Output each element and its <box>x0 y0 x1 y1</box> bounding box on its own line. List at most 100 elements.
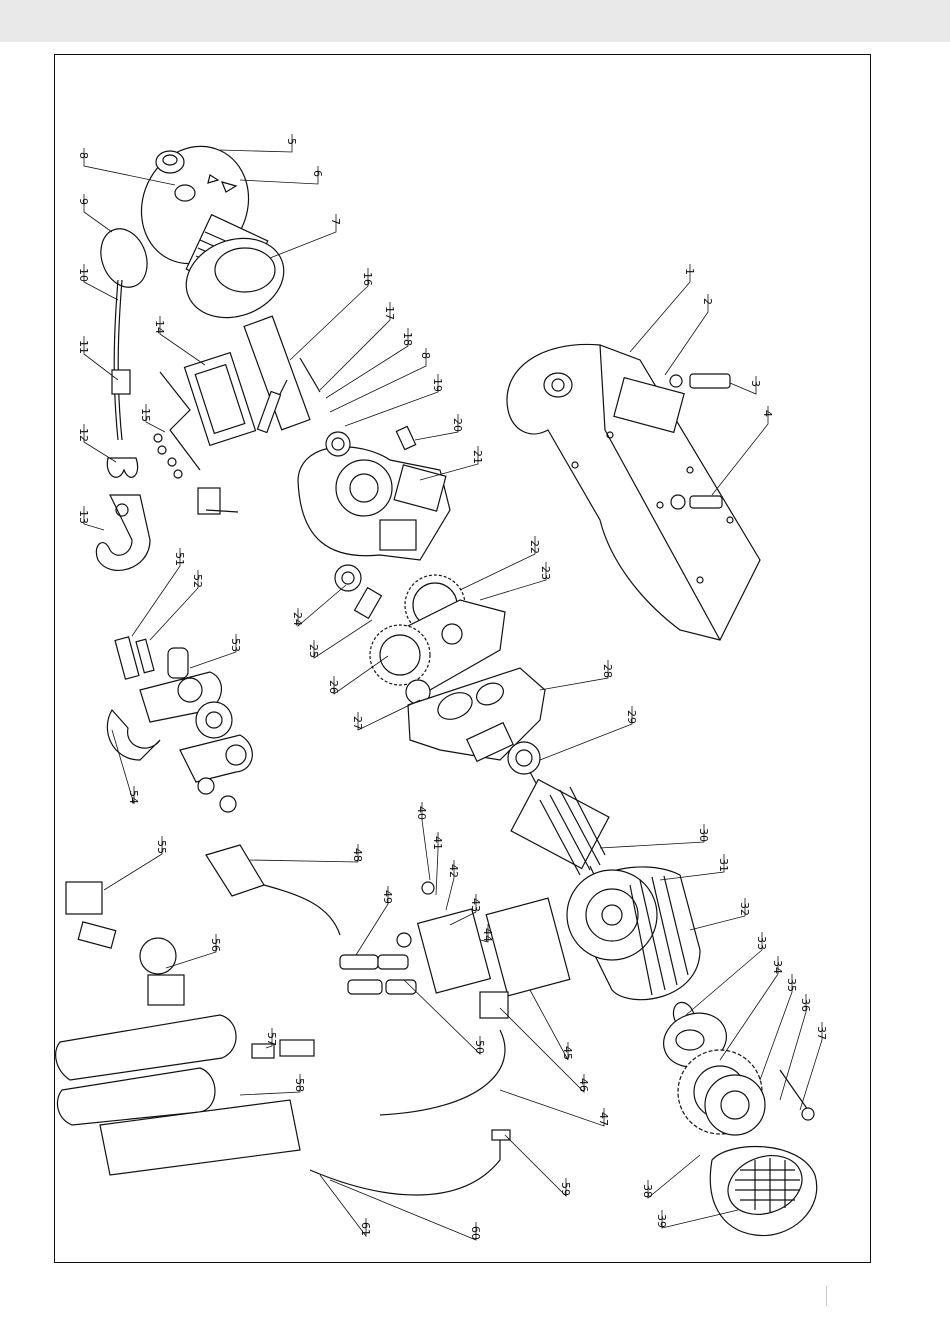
leader-line <box>540 706 632 760</box>
callout-label: 24 <box>291 612 304 626</box>
leader-line <box>665 294 708 375</box>
callout-5: 5 <box>220 134 298 152</box>
leader-line <box>540 660 608 690</box>
callout-label: 23 <box>539 566 552 580</box>
callout-label: 20 <box>451 418 464 432</box>
leader-line <box>326 328 408 398</box>
callout-label: 35 <box>785 978 798 992</box>
leader-line <box>104 836 162 890</box>
leader-line <box>250 844 358 862</box>
callout-6: 6 <box>240 166 324 184</box>
callout-20: 20 <box>415 414 464 440</box>
callout-35: 35 <box>760 974 798 1080</box>
callout-label: 48 <box>351 848 364 862</box>
callout-13: 13 <box>77 506 104 530</box>
callout-label: 2 <box>701 298 714 305</box>
leader-line <box>480 562 546 600</box>
callout-12: 12 <box>77 424 116 462</box>
callout-47: 47 <box>500 1090 610 1126</box>
cable-drum <box>123 129 295 331</box>
leader-line <box>330 348 426 412</box>
callout-label: 55 <box>155 840 168 854</box>
callout-1: 1 <box>630 264 696 352</box>
hook-assembly <box>93 222 155 570</box>
motor-stator <box>567 867 700 1000</box>
callout-2: 2 <box>665 294 714 375</box>
callout-24: 24 <box>291 585 346 626</box>
leader-line <box>314 620 372 658</box>
callout-label: 31 <box>717 858 730 872</box>
electrical-components <box>56 845 570 1195</box>
callout-14: 14 <box>153 316 205 365</box>
fan-cover-assembly <box>656 999 817 1235</box>
callout-36: 36 <box>780 994 812 1100</box>
callout-label: 1 <box>683 268 696 275</box>
callout-22: 22 <box>460 536 541 590</box>
callout-label: 29 <box>625 710 638 724</box>
lever-parts <box>154 353 255 514</box>
callout-label: 4 <box>761 410 774 417</box>
callout-label: 9 <box>77 198 90 205</box>
callout-label: 58 <box>293 1078 306 1092</box>
leader-line <box>720 956 778 1060</box>
callout-label: 7 <box>329 218 342 225</box>
leader-line <box>345 374 438 426</box>
callout-label: 44 <box>481 928 494 942</box>
callout-28: 28 <box>540 660 614 690</box>
callout-55: 55 <box>104 836 168 890</box>
mounting-bracket <box>507 344 760 640</box>
leader-line <box>330 1180 476 1240</box>
callout-3: 3 <box>730 376 762 394</box>
leader-line <box>630 264 690 352</box>
leader-line <box>712 406 768 495</box>
callout-label: 45 <box>561 1046 574 1060</box>
callout-label: 43 <box>469 898 482 912</box>
callout-38: 38 <box>641 1155 700 1198</box>
callout-label: 8 <box>77 152 90 159</box>
callout-label: 47 <box>597 1112 610 1126</box>
callout-label: 30 <box>697 828 710 842</box>
callout-57: 57 <box>265 1028 278 1048</box>
callout-label: 51 <box>173 552 186 566</box>
leader-line <box>150 570 198 640</box>
leader-line <box>270 214 336 258</box>
callout-40: 40 <box>415 802 430 880</box>
leader-line <box>690 898 745 930</box>
callout-45: 45 <box>530 990 574 1060</box>
callout-7: 7 <box>270 214 342 258</box>
callout-17: 17 <box>320 302 396 390</box>
callout-label: 46 <box>577 1078 590 1092</box>
callout-label: 10 <box>77 268 90 282</box>
callout-49: 49 <box>356 886 394 955</box>
callout-25: 25 <box>307 620 372 658</box>
callout-46: 46 <box>500 1008 590 1092</box>
callout-label: 56 <box>209 938 222 952</box>
callout-label: 50 <box>473 1040 486 1054</box>
callout-label: 11 <box>77 340 90 354</box>
callout-42: 42 <box>446 860 460 910</box>
callout-label: 28 <box>601 664 614 678</box>
callout-label: 3 <box>749 380 762 387</box>
callout-16: 16 <box>290 268 374 360</box>
drum-shaft <box>244 316 320 432</box>
callout-label: 34 <box>771 960 784 974</box>
callout-48: 48 <box>250 844 364 862</box>
callout-label: 59 <box>559 1182 572 1196</box>
callout-label: 61 <box>359 1222 372 1236</box>
callout-61: 61 <box>320 1175 372 1236</box>
callout-label: 60 <box>469 1226 482 1240</box>
callout-label: 5 <box>285 138 298 145</box>
callout-label: 17 <box>383 306 396 320</box>
callout-label: 26 <box>327 680 340 694</box>
callout-label: 37 <box>815 1026 828 1040</box>
callout-30: 30 <box>600 824 710 848</box>
callout-label: 38 <box>641 1184 654 1198</box>
callout-label: 18 <box>401 332 414 346</box>
callout-label: 49 <box>381 890 394 904</box>
leader-line <box>240 1074 300 1095</box>
leader-line <box>290 268 368 360</box>
callout-label: 14 <box>153 320 166 334</box>
callout-19: 19 <box>345 374 444 426</box>
callout-label: 21 <box>471 450 484 464</box>
callout-label: 25 <box>307 644 320 658</box>
